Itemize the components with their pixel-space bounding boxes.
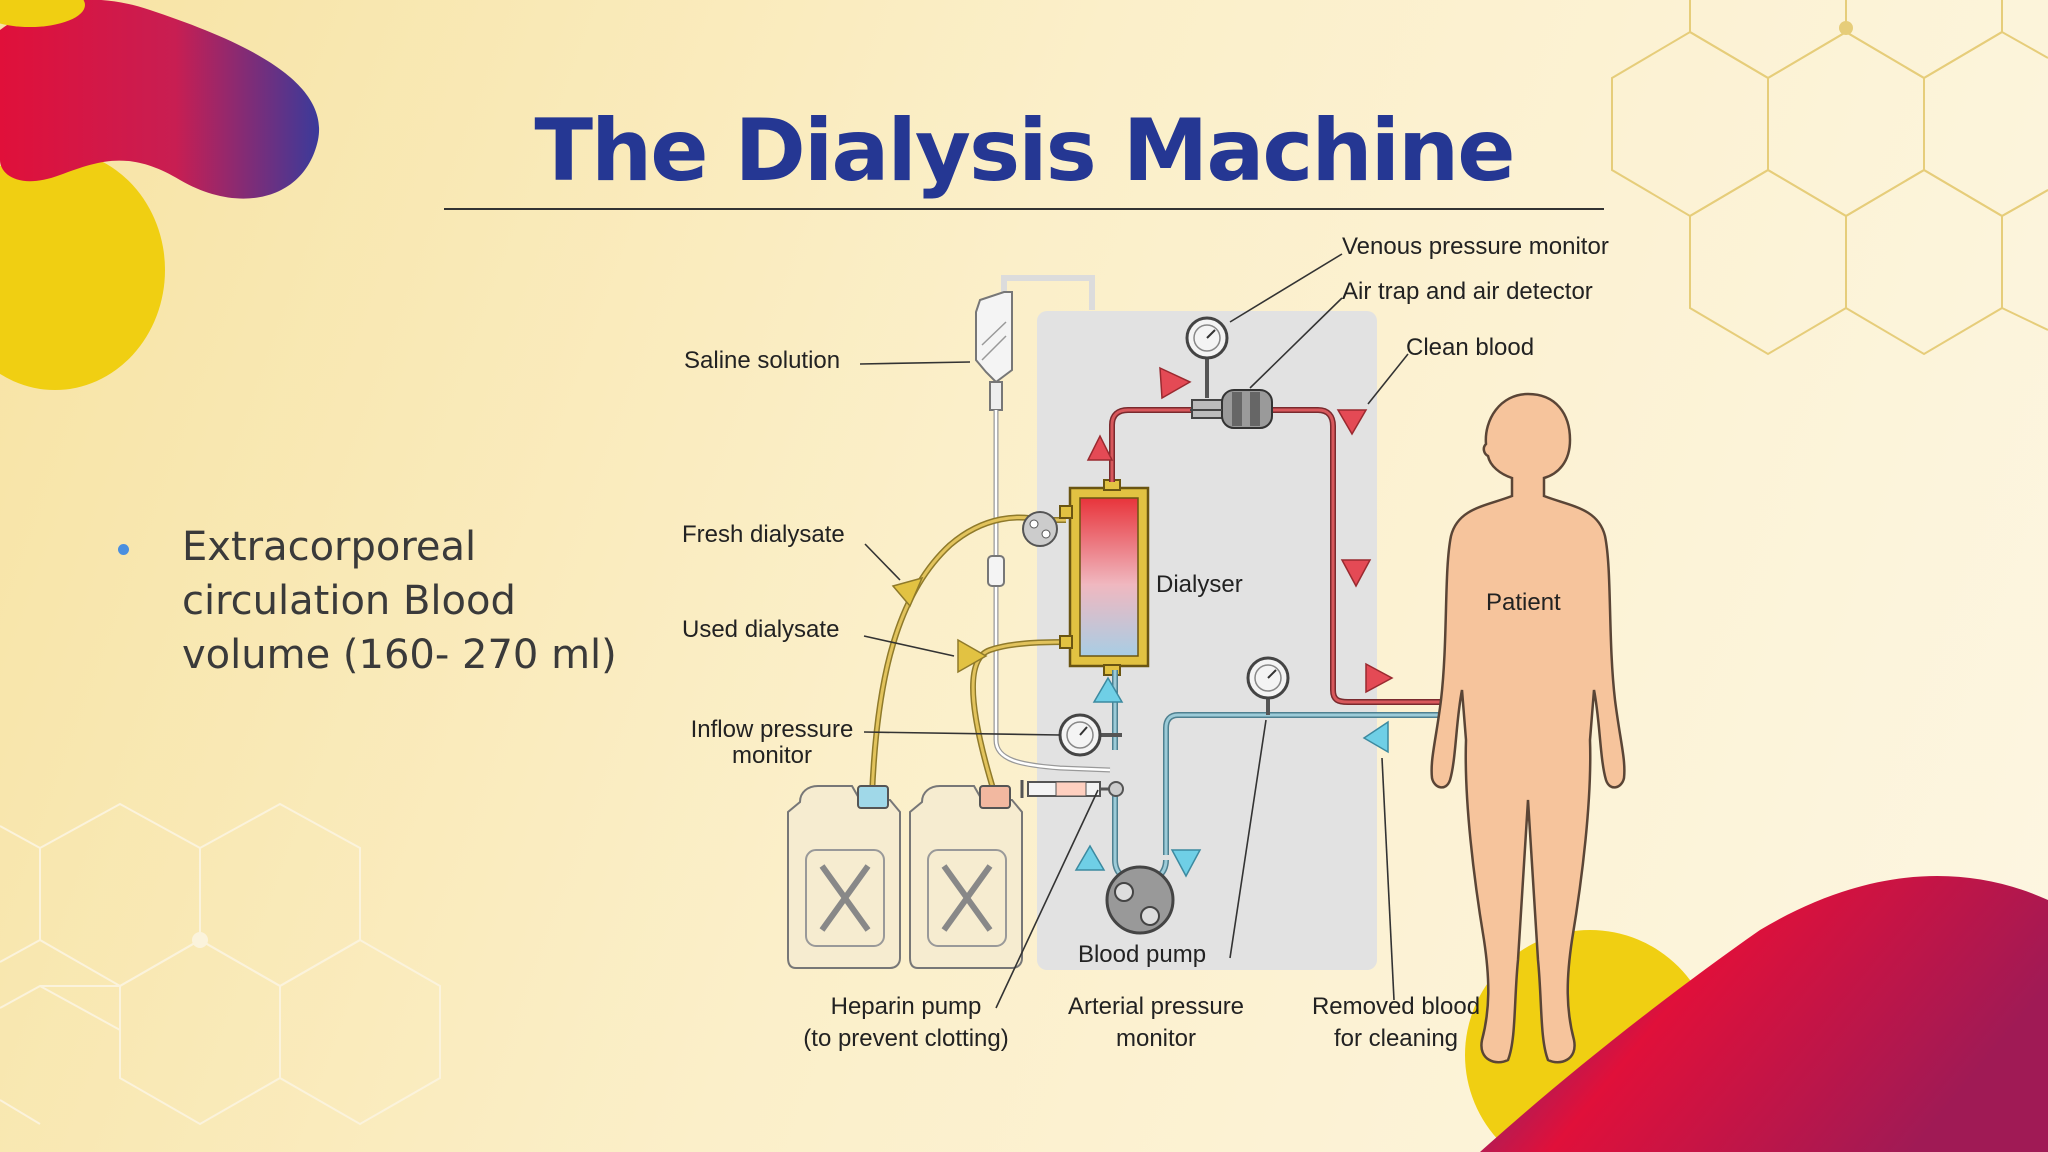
label-clean-blood: Clean blood [1406,334,1534,361]
top-left-blob [0,0,320,390]
bullet-text: Extracorporeal circulation Blood volume … [182,524,617,678]
dialysate-valve-icon [1022,511,1058,547]
arterial-pressure-gauge-icon [1246,656,1290,715]
clean-blood-arrow [1336,409,1368,436]
clean-blood-arrow [1340,559,1372,588]
label-venous-pressure-monitor: Venous pressure monitor [1342,233,1609,260]
blood-pump-icon [1105,865,1175,935]
slide-title: The Dialysis Machine [534,101,1515,201]
saline-hanger [1001,275,1095,310]
used-dialysate-arrow [957,638,988,674]
removed-blood-arrow [1170,849,1202,878]
label-arterial-pressure: Arterial pressure [1068,993,1244,1020]
fresh-dialysate-container [787,785,901,969]
hexagon-pattern-bottom-left [0,802,441,1126]
label-heparin-pump: Heparin pump [831,993,982,1020]
label-removed-blood: Removed blood [1312,993,1480,1020]
dialyser [1059,479,1150,676]
label-inflow-pressure: Inflow pressure [691,716,854,743]
machine-panel [1037,311,1377,970]
clean-blood-arrow [1086,434,1114,461]
label-blood-pump: Blood pump [1078,941,1206,968]
bullet-list: Extracorporeal circulation Blood volume … [108,520,668,682]
clean-blood-arrow [1159,366,1192,400]
saline-bag [975,291,1013,411]
clean-blood-arrow [1365,662,1394,694]
used-dialysate-container [909,785,1023,969]
label-arterial-pressure-line2: monitor [1116,1025,1196,1052]
air-trap-icon [1190,355,1273,429]
fresh-dialysate-arrow [891,576,924,608]
removed-blood-arrow [1362,720,1389,754]
label-patient: Patient [1486,589,1561,616]
label-saline-solution: Saline solution [684,347,840,374]
inflow-pressure-gauge-icon [1058,713,1122,757]
removed-blood-arrow [1074,844,1106,871]
bullet-dot [118,544,129,555]
bottom-right-blob [1465,876,2048,1152]
patient-figure [1430,392,1626,1064]
title-underline [444,208,1604,210]
label-dialyser: Dialyser [1156,571,1243,598]
label-used-dialysate: Used dialysate [682,616,839,643]
heparin-syringe-icon [1020,780,1124,798]
venous-pressure-gauge-icon [1185,316,1229,360]
leader-lines [859,253,1409,1009]
label-heparin-pump-line2: (to prevent clotting) [803,1025,1008,1052]
label-inflow-pressure-line2: monitor [732,742,812,769]
hexagon-pattern-top-right [1611,0,2048,356]
label-air-trap: Air trap and air detector [1342,278,1593,305]
removed-blood-arrow [1092,676,1124,703]
saline-clamp [987,555,1005,587]
bullet-item: Extracorporeal circulation Blood volume … [108,520,668,682]
label-fresh-dialysate: Fresh dialysate [682,521,845,548]
label-removed-blood-line2: for cleaning [1334,1025,1458,1052]
